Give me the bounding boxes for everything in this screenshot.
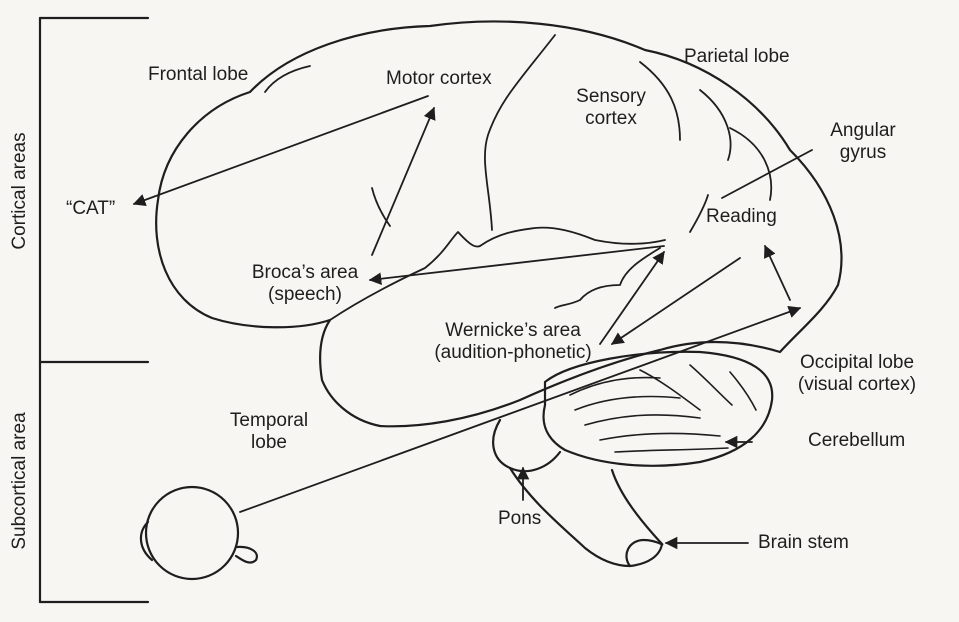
frontal-lobe-label: Frontal lobe xyxy=(148,64,248,86)
wernickes-area-label: Wernicke’s area (audition-phonetic) xyxy=(424,320,602,364)
cortical-bracket xyxy=(40,18,148,362)
cortical-areas-label: Cortical areas xyxy=(9,131,31,251)
occipital-lobe-label: Occipital lobe (visual cortex) xyxy=(782,352,932,396)
pons-label: Pons xyxy=(498,508,541,530)
wernickes-area-line1: Wernicke’s area xyxy=(424,320,602,342)
temporal-lobe-line1: Temporal xyxy=(224,410,314,432)
angular-gyrus-label: Angular gyrus xyxy=(820,120,906,164)
brain-stem-label: Brain stem xyxy=(758,532,849,554)
cerebellum-label: Cerebellum xyxy=(808,430,905,452)
subcortical-bracket xyxy=(40,362,148,602)
subcortical-area-label: Subcortical area xyxy=(9,411,31,551)
reading-label: Reading xyxy=(706,206,777,228)
eye-icon xyxy=(141,487,257,579)
temporal-lobe-line2: lobe xyxy=(224,432,314,454)
sensory-cortex-line2: cortex xyxy=(566,108,656,130)
parietal-lobe-label: Parietal lobe xyxy=(684,46,790,68)
occipital-lobe-line1: Occipital lobe xyxy=(782,352,932,374)
brocas-area-label: Broca’s area (speech) xyxy=(240,262,370,306)
sensory-cortex-line1: Sensory xyxy=(566,86,656,108)
angular-gyrus-line2: gyrus xyxy=(820,142,906,164)
wernickes-area-line2: (audition-phonetic) xyxy=(424,342,602,364)
motor-cortex-label: Motor cortex xyxy=(386,68,492,90)
sensory-cortex-label: Sensory cortex xyxy=(566,86,656,130)
occipital-lobe-line2: (visual cortex) xyxy=(782,374,932,396)
brocas-area-line2: (speech) xyxy=(240,284,370,306)
pons-outline xyxy=(493,420,560,471)
cerebellum-folia xyxy=(570,365,756,452)
angular-gyrus-line1: Angular xyxy=(820,120,906,142)
brocas-area-line1: Broca’s area xyxy=(240,262,370,284)
cat-label: “CAT” xyxy=(66,198,115,220)
temporal-lobe-label: Temporal lobe xyxy=(224,410,314,454)
